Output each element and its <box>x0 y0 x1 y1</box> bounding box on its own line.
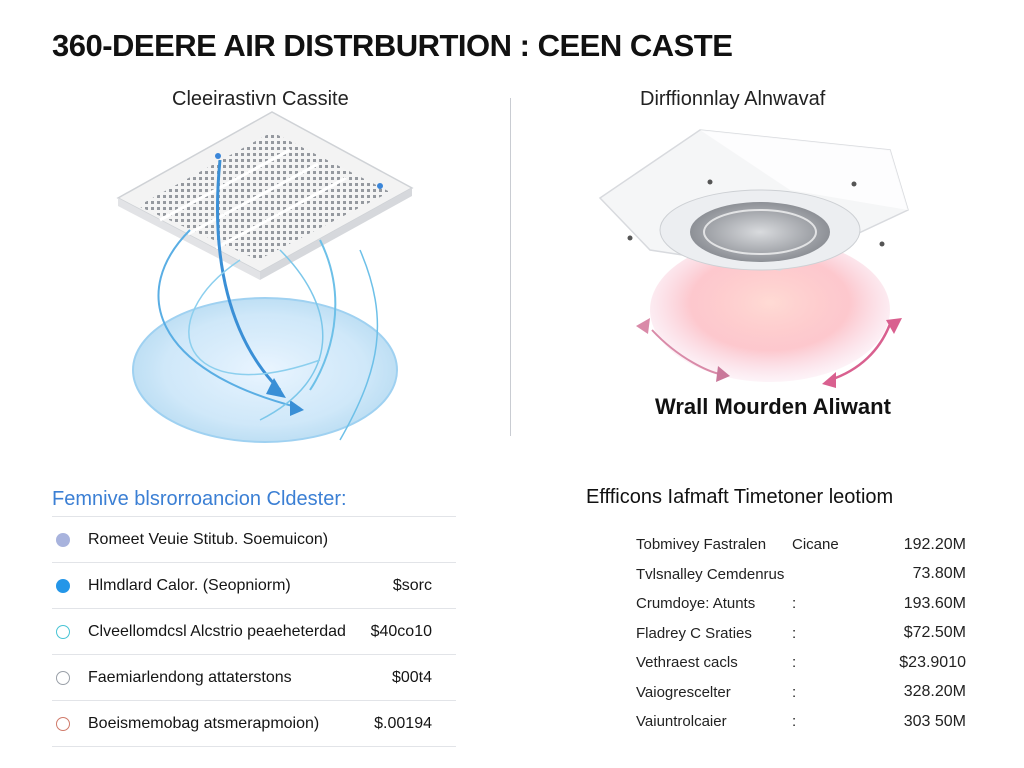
table-row: Vethraest cacls : $23.9010 <box>636 653 966 672</box>
list-item: Romeet Veuie Stitub. Soemuicon) <box>52 516 456 562</box>
wall-unit-grille <box>690 202 830 262</box>
page-title: 360-DEERE AIR DISTRBURTION : CEEN CASTE <box>52 28 733 63</box>
bullet-dot <box>56 624 70 639</box>
bullet-dot <box>56 716 70 731</box>
list-item: Faemiarlendong attaterstons $00t4 <box>52 654 456 700</box>
wall-unit-illustration <box>598 129 909 388</box>
ceiling-cassette-title: Cleeirastivn Cassite <box>172 88 349 110</box>
efficiency-table: Tobmivey Fastralen Cicane 192.20M Tvlsna… <box>636 530 966 737</box>
airflow-disc <box>132 297 398 443</box>
list-item: Hlmdlard Calor. (Seopniorm) $sorc <box>52 562 456 608</box>
cassette-grille <box>138 132 390 260</box>
directional-airflow-title: Dirffionnlay Alnwavaf <box>640 88 826 110</box>
bullet-dot <box>56 578 70 593</box>
airflow-cone <box>650 238 890 382</box>
feature-list: Romeet Veuie Stitub. Soemuicon) Hlmdlard… <box>52 516 456 747</box>
table-row: Fladrey C Sraties : $72.50M <box>636 624 966 642</box>
table-row: Crumdoye: Atunts : 193.60M <box>636 594 966 613</box>
list-item: Boeismemobag atsmerapmoion) $.00194 <box>52 700 456 747</box>
bullet-dot <box>56 532 70 547</box>
table-row: Tobmivey Fastralen Cicane 192.20M <box>636 535 966 554</box>
right-section-heading: Effficons Iafmaft Timetoner leotiom <box>586 486 894 508</box>
table-row: Vaiuntrolcaier : 303 50M <box>636 712 966 731</box>
ceiling-cassette-illustration <box>116 111 414 443</box>
table-row: Tvlsnalley Cemdenrus 73.80M <box>636 565 966 583</box>
list-item: Clveellomdcsl Alcstrio peaeheterdad $40c… <box>52 608 456 654</box>
left-section-heading: Femnive blsrorroancion Cldester: <box>52 488 347 510</box>
table-row: Vaiogrescelter : 328.20M <box>636 683 966 701</box>
bullet-dot <box>56 670 70 685</box>
panel-divider <box>510 98 511 436</box>
wall-mounted-label: Wrall Mourden Aliwant <box>655 394 891 419</box>
